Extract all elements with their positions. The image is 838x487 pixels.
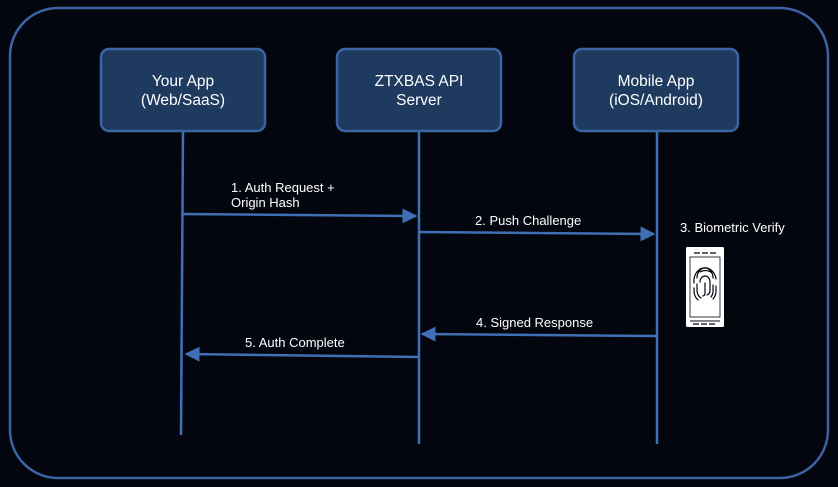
participant-label: Mobile App — [618, 73, 695, 90]
message-arrow-signed-response — [420, 326, 658, 342]
diagram-frame — [8, 6, 830, 480]
message-arrow-push-challenge — [418, 226, 656, 242]
message-label-signed-response: 4. Signed Response — [476, 315, 593, 330]
participant-label: ZTXBAS API — [375, 73, 464, 90]
message-label-auth-complete: 5. Auth Complete — [245, 335, 345, 350]
participant-your-app: Your App (Web/SaaS) — [99, 47, 267, 133]
participant-label: Your App — [152, 73, 214, 90]
message-arrow-auth-request — [182, 208, 418, 224]
message-label-push-challenge: 2. Push Challenge — [475, 213, 581, 228]
participant-api-server: ZTXBAS API Server — [335, 47, 503, 133]
phone-fingerprint-icon — [686, 247, 724, 327]
message-label-auth-request: 1. Auth Request + — [231, 180, 335, 195]
participant-sublabel: Server — [396, 92, 442, 109]
participant-sublabel: (iOS/Android) — [609, 92, 703, 109]
participant-sublabel: (Web/SaaS) — [141, 92, 225, 109]
step-label-biometric-verify: 3. Biometric Verify — [680, 220, 785, 235]
lifeline-your-app — [179, 130, 185, 436]
message-arrow-auth-complete — [184, 346, 420, 362]
message-label-origin-hash: Origin Hash — [231, 195, 300, 210]
participant-mobile-app: Mobile App (iOS/Android) — [572, 47, 740, 133]
